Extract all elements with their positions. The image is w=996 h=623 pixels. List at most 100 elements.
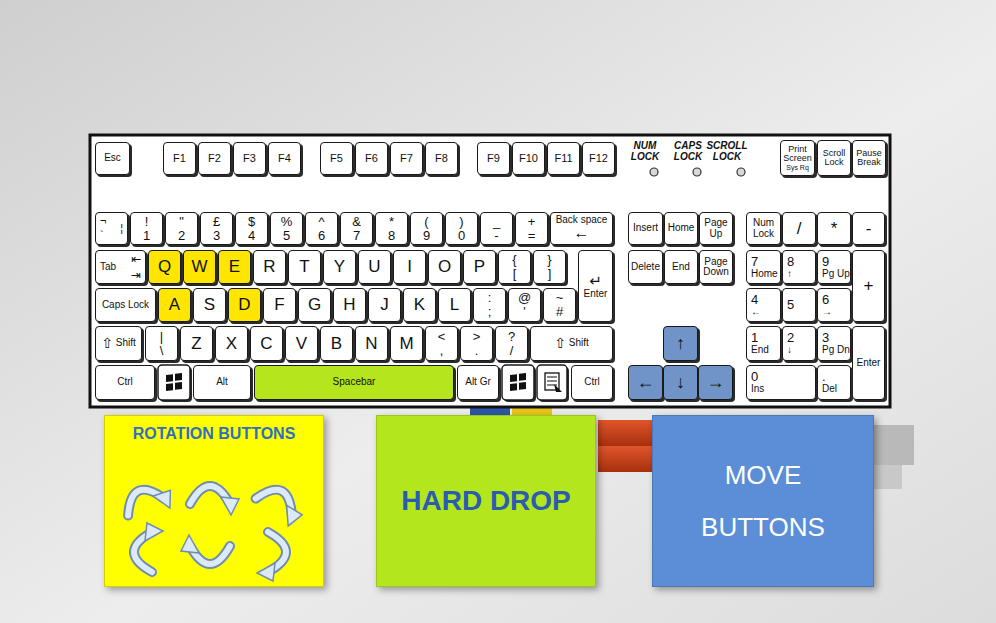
key-label: = — [528, 229, 536, 243]
key: S — [193, 288, 226, 322]
key-label: E — [229, 258, 240, 276]
key-label: C — [260, 335, 272, 353]
key: 7Home — [746, 250, 781, 284]
key: F6 — [355, 142, 388, 175]
key-label: T — [299, 258, 309, 276]
key-label: : — [488, 291, 492, 305]
key-label: X — [226, 335, 237, 353]
key-label: Ctrl — [117, 377, 133, 388]
key-label: Caps Lock — [102, 300, 149, 311]
key-label: 3 — [822, 331, 829, 345]
key-label: Home — [668, 223, 695, 234]
key-label: ' — [523, 305, 525, 319]
key-label: ¬ — [100, 215, 106, 227]
key: |\ — [145, 326, 178, 361]
key-label: { — [512, 253, 516, 267]
hard-drop-panel: HARD DROP — [376, 415, 596, 587]
key-label: 6 — [318, 229, 325, 243]
key-label: / — [510, 344, 514, 358]
key-label: ⇧ — [101, 336, 113, 351]
key: 2↓ — [782, 326, 816, 361]
key: %5 — [270, 212, 303, 245]
key: Esc — [95, 142, 130, 175]
key: 8↑ — [782, 250, 816, 284]
key-label: ( — [424, 215, 428, 229]
key: P — [463, 250, 496, 284]
key: K — [403, 288, 436, 322]
key: C — [250, 326, 283, 361]
key-label: + — [864, 277, 874, 295]
key: "2 — [165, 212, 198, 245]
key-label: 6 — [822, 293, 829, 307]
key-label: U — [368, 258, 380, 276]
key: Q — [148, 250, 181, 284]
key-label: _ — [493, 215, 500, 229]
key: 4← — [746, 288, 781, 322]
key: *8 — [375, 212, 408, 245]
key: A — [158, 288, 191, 322]
move-panel: MOVE BUTTONS — [652, 415, 874, 587]
key-label: W — [191, 258, 207, 276]
key-label: Pg Dn — [822, 345, 850, 356]
key: Num Lock — [746, 212, 781, 245]
key-label: ! — [145, 215, 149, 229]
rotation-panel: ROTATION BUTTONS — [104, 415, 324, 587]
key-label: * — [389, 215, 394, 229]
key: I — [393, 250, 426, 284]
key-label: ⇧ — [554, 336, 566, 351]
key-label: R — [263, 258, 275, 276]
key: - — [852, 212, 885, 245]
key: F4 — [268, 142, 301, 175]
key-label: ⇤ — [131, 253, 141, 266]
key-label: Alt Gr — [465, 377, 491, 388]
key-label: Z — [191, 335, 201, 353]
key: D — [228, 288, 261, 322]
key-label: 5 — [283, 229, 290, 243]
key-label: K — [414, 296, 425, 314]
key: → — [698, 365, 733, 400]
key: !1 — [130, 212, 163, 245]
key-label: . — [475, 344, 479, 358]
key: $4 — [235, 212, 268, 245]
key: Alt — [193, 365, 251, 400]
key-label: Ctrl — [584, 377, 600, 388]
key: Home — [664, 212, 698, 245]
key: Z — [180, 326, 213, 361]
key-label: Enter — [857, 358, 881, 369]
key-label: [ — [513, 267, 517, 281]
key-label: Spacebar — [333, 377, 376, 388]
key-label: Page Up — [701, 218, 731, 239]
key-label: F3 — [243, 153, 256, 165]
key-label: Shift — [569, 338, 589, 349]
key: F — [263, 288, 296, 322]
key-label: N — [365, 335, 377, 353]
key: L — [438, 288, 471, 322]
key: 3Pg Dn — [817, 326, 851, 361]
key-label: # — [556, 305, 563, 319]
key: Scroll Lock — [817, 140, 851, 176]
key: Y — [323, 250, 356, 284]
key-label: ↓ — [676, 373, 685, 392]
key-label: F10 — [519, 153, 538, 165]
key: F5 — [320, 142, 353, 175]
key-label: B — [331, 335, 342, 353]
key: N — [355, 326, 388, 361]
key: O — [428, 250, 461, 284]
key-label: ← — [637, 373, 655, 392]
key-label: J — [380, 296, 389, 314]
key-label: ⇥ — [131, 269, 141, 282]
key: E — [218, 250, 251, 284]
key-label: Alt — [216, 377, 228, 388]
key-label: 2 — [787, 331, 794, 345]
key: ?/ — [495, 326, 528, 361]
key-label: + — [528, 215, 536, 229]
key-label: ← — [751, 307, 761, 318]
key-label: * — [831, 220, 838, 238]
key-label: ↵ — [589, 273, 602, 289]
key: :; — [473, 288, 506, 322]
key-label: Enter — [584, 289, 608, 300]
key-label: P — [474, 258, 485, 276]
key: ^6 — [305, 212, 338, 245]
